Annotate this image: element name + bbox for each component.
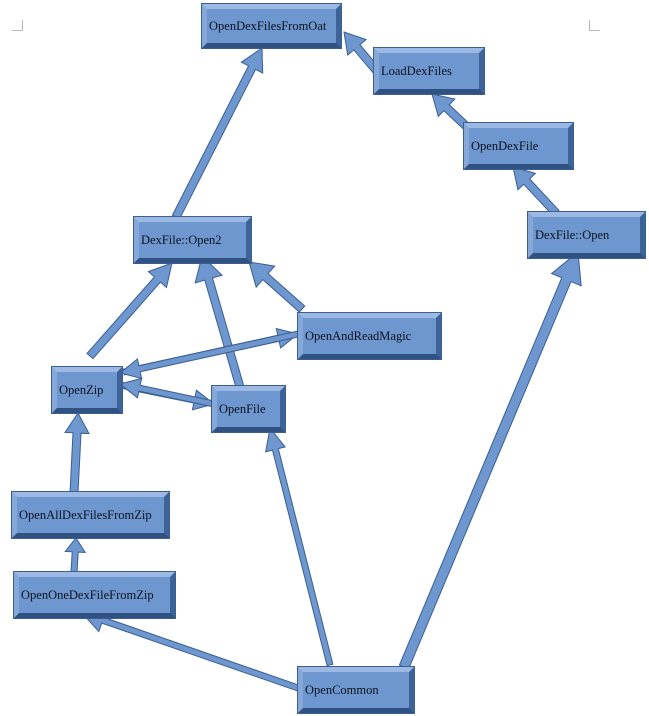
arrow-zip-to-open2 [86,262,173,360]
arrow-dfo-to-odf [512,166,560,217]
node-dexfile-open2[interactable]: DexFile::Open2 [134,217,251,263]
arrow-common-to-one [81,608,300,692]
arrow-odf-to-load [431,93,470,130]
arrow-all-to-zip [64,412,90,494]
node-label: LoadDexFiles [381,63,452,78]
node-label: OpenDexFile [471,138,539,153]
arrow-magic-to-open2 [248,261,306,313]
crop-mark-top-right [589,20,600,31]
node-open-all-dex-files-from-zip[interactable]: OpenAllDexFilesFromZip [12,492,169,538]
arrow-one-to-all [64,537,87,574]
node-open-one-dex-file-from-zip[interactable]: OpenOneDexFileFromZip [14,572,175,618]
node-label: DexFile::Open2 [141,232,222,247]
arrow-common-to-dfo [398,251,582,670]
node-load-dex-files[interactable]: LoadDexFiles [374,48,484,94]
arrow-common-to-file [265,426,334,667]
arrow-load-to-oat [343,31,380,74]
node-dexfile-open[interactable]: DexFile::Open [528,212,645,258]
node-open-dex-files-from-oat[interactable]: OpenDexFilesFromOat [202,4,341,48]
crop-mark-top-left [12,20,23,31]
arrow-open2-to-oat [171,47,264,220]
node-label: OpenOneDexFileFromZip [21,587,154,602]
node-label: DexFile::Open [535,227,610,242]
arrow-file-to-open2 [194,255,247,396]
node-open-file[interactable]: OpenFile [212,386,285,432]
node-label: OpenFile [219,401,266,416]
node-open-and-read-magic[interactable]: OpenAndReadMagic [298,313,441,359]
node-label: OpenDexFilesFromOat [209,18,327,33]
node-open-zip[interactable]: OpenZip [52,367,122,413]
node-open-dex-file[interactable]: OpenDexFile [464,123,573,169]
node-open-common[interactable]: OpenCommon [298,667,414,713]
arrow-magic-to-zip [118,330,300,380]
node-label: OpenCommon [305,682,379,697]
arrow-file-to-zip [118,377,216,408]
node-label: OpenAndReadMagic [305,328,412,343]
node-label: OpenZip [59,382,104,397]
node-label: OpenAllDexFilesFromZip [19,507,152,522]
